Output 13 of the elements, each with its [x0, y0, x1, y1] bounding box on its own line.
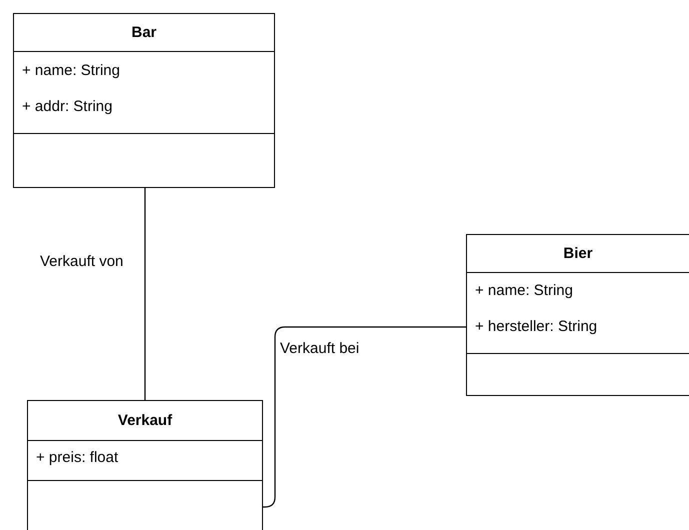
class-name: Verkauf	[118, 412, 172, 429]
class-box	[27, 400, 263, 530]
class-name: Bier	[563, 245, 593, 262]
attribute: + hersteller: String	[475, 318, 598, 335]
class-box	[466, 234, 689, 396]
class-box	[13, 13, 275, 188]
association-line	[144, 188, 146, 400]
attribute: + name: String	[22, 62, 120, 79]
attribute: + preis: float	[36, 449, 118, 466]
class-name: Bar	[131, 24, 156, 41]
attribute: + name: String	[475, 282, 573, 299]
association-line	[262, 326, 466, 508]
attribute: + addr: String	[22, 98, 112, 115]
